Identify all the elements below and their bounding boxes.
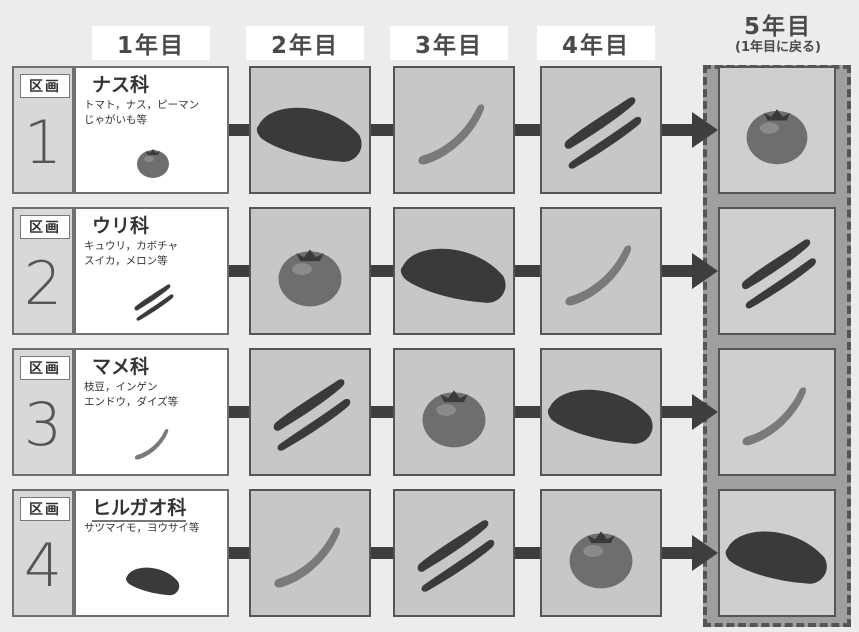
sweet-potato-icon — [395, 209, 513, 333]
family-examples-line1: キュウリ，カボチャ — [84, 240, 179, 252]
family-examples: 枝豆，インゲンエンドウ，ダイズ等 — [84, 380, 228, 410]
arrow-right-icon — [662, 535, 718, 571]
plot-number: 3 — [23, 390, 63, 460]
rotation-cell — [540, 66, 662, 194]
connector-arrow-line — [371, 547, 393, 559]
family-examples-line1: トマト，ナス，ピーマン — [84, 99, 200, 111]
rotation-cell — [718, 348, 836, 476]
tomato-icon — [395, 350, 513, 474]
connector-arrow-line — [229, 265, 249, 277]
cucumber-icon — [720, 209, 834, 333]
sweet-potato-icon — [720, 491, 834, 615]
rotation-cell — [393, 348, 515, 476]
family-name: ウリ科 — [92, 215, 150, 237]
family-examples: キュウリ，カボチャスイカ，メロン等 — [84, 239, 228, 269]
rotation-cell — [393, 66, 515, 194]
col-header-year1: 1年目 — [92, 26, 210, 60]
rotation-cell — [393, 489, 515, 617]
connector-arrow-line — [371, 406, 393, 418]
plot-label-4: 区画 4 — [12, 489, 74, 617]
plot-kukaku-label: 区画 — [20, 497, 70, 521]
family-examples-line1: サツマイモ，ヨウサイ等 — [84, 522, 200, 534]
connector-arrow-line — [371, 124, 393, 136]
plot-number: 4 — [23, 531, 63, 601]
rotation-cell — [249, 207, 371, 335]
cucumber-icon — [251, 350, 369, 474]
bean-pod-icon — [98, 412, 208, 472]
connector-arrow-line — [371, 265, 393, 277]
year5-title: 5年目 — [743, 14, 812, 40]
year5-subtitle: (1年目に戻る) — [735, 40, 821, 55]
plot-kukaku-label: 区画 — [20, 356, 70, 380]
cucumber-icon — [98, 271, 208, 331]
connector-arrow-line — [229, 406, 249, 418]
sweet-potato-icon — [98, 549, 208, 609]
arrow-right-icon — [662, 394, 718, 430]
connector-arrow-line — [229, 547, 249, 559]
bean-icon — [720, 350, 834, 474]
plot-label-2: 区画 2 — [12, 207, 74, 335]
family-examples-line2: じゃがいも等 — [84, 114, 147, 126]
rotation-cell — [393, 207, 515, 335]
col-header-year3: 3年目 — [390, 26, 508, 60]
rotation-cell — [540, 348, 662, 476]
rotation-cell — [540, 207, 662, 335]
tomato-icon — [251, 209, 369, 333]
family-box-1: ナス科トマト，ナス，ピーマンじゃがいも等 — [74, 66, 229, 194]
family-name: ヒルガオ科 — [92, 493, 187, 522]
family-figure — [98, 130, 208, 190]
col-header-year5: 5年目 (1年目に戻る) — [712, 8, 844, 62]
connector-arrow-line — [515, 265, 540, 277]
arrow-right-icon — [662, 253, 718, 289]
family-figure — [98, 271, 208, 331]
connector-arrow-line — [515, 547, 540, 559]
cucumber-icon — [395, 491, 513, 615]
plot-number: 2 — [23, 249, 63, 319]
rotation-cell — [718, 207, 836, 335]
family-examples-line1: 枝豆，インゲン — [84, 381, 158, 393]
connector-arrow-line — [229, 124, 249, 136]
cucumber-icon — [542, 68, 660, 192]
eggplant-family-tomato-icon — [98, 130, 208, 190]
family-name: マメ科 — [92, 356, 150, 378]
sweet-potato-icon — [251, 68, 369, 192]
col-header-year2: 2年目 — [246, 26, 364, 60]
plot-label-1: 区画 1 — [12, 66, 74, 194]
sweet-potato-icon — [542, 350, 660, 474]
tomato-icon — [720, 68, 834, 192]
plot-kukaku-label: 区画 — [20, 215, 70, 239]
family-examples-line2: スイカ，メロン等 — [84, 255, 168, 267]
rotation-cell — [540, 489, 662, 617]
family-box-2: ウリ科キュウリ，カボチャスイカ，メロン等 — [74, 207, 229, 335]
rotation-cell — [249, 66, 371, 194]
family-examples-line2: エンドウ，ダイズ等 — [84, 396, 179, 408]
family-examples: サツマイモ，ヨウサイ等 — [84, 521, 228, 536]
col-header-year4: 4年目 — [537, 26, 655, 60]
bean-icon — [251, 491, 369, 615]
plot-label-3: 区画 3 — [12, 348, 74, 476]
plot-number: 1 — [23, 108, 63, 178]
family-examples: トマト，ナス，ピーマンじゃがいも等 — [84, 98, 228, 128]
rotation-cell — [249, 348, 371, 476]
rotation-cell — [249, 489, 371, 617]
rotation-cell — [718, 489, 836, 617]
family-box-4: ヒルガオ科サツマイモ，ヨウサイ等 — [74, 489, 229, 617]
rotation-cell — [718, 66, 836, 194]
connector-arrow-line — [515, 124, 540, 136]
bean-icon — [395, 68, 513, 192]
arrow-right-icon — [662, 112, 718, 148]
plot-kukaku-label: 区画 — [20, 74, 70, 98]
tomato-icon — [542, 491, 660, 615]
connector-arrow-line — [515, 406, 540, 418]
family-box-3: マメ科枝豆，インゲンエンドウ，ダイズ等 — [74, 348, 229, 476]
bean-icon — [542, 209, 660, 333]
family-figure — [98, 549, 208, 609]
family-name: ナス科 — [92, 74, 150, 96]
family-figure — [98, 412, 208, 472]
